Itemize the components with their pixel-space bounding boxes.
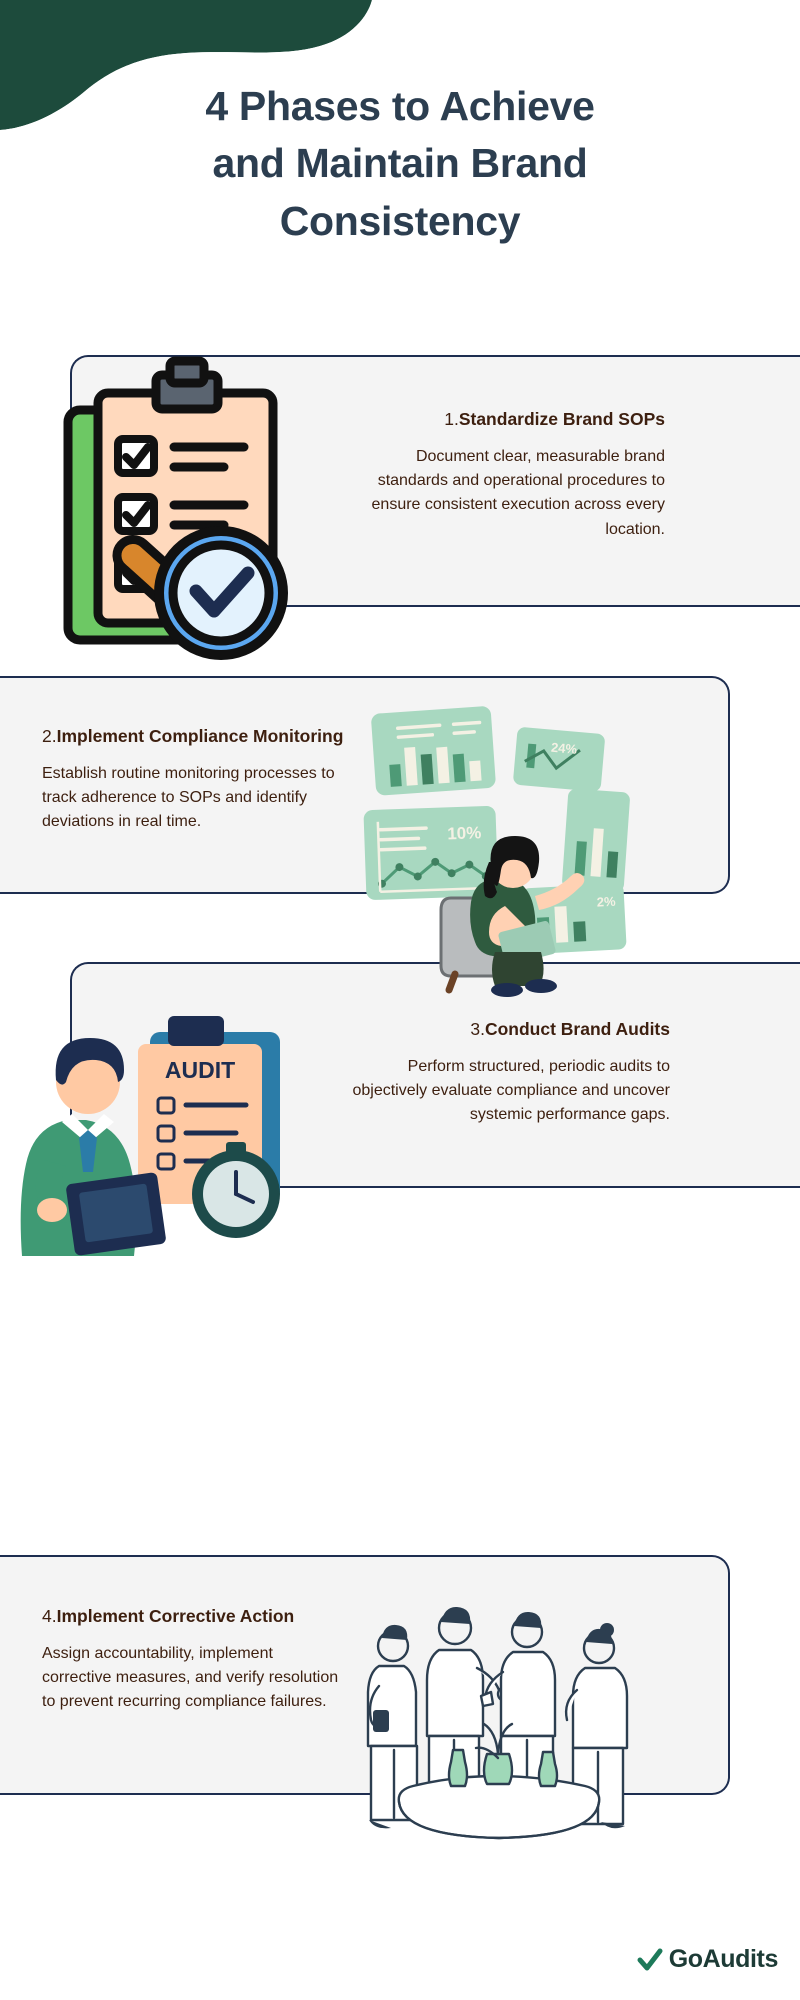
phase-1-heading: 1.Standardize Brand SOPs <box>355 408 665 431</box>
auditor-clipboard-stopwatch-icon: AUDIT <box>10 1010 300 1260</box>
goaudits-logo-text: GoAudits <box>668 1945 779 1973</box>
phase-2-heading-text: Implement Compliance Monitoring <box>56 726 344 746</box>
audit-clipboard-label: AUDIT <box>165 1057 235 1083</box>
phase-2-heading: 2.Implement Compliance Monitoring <box>42 725 372 748</box>
page-title-line-2: and Maintain Brand <box>212 140 588 187</box>
header-green-band <box>0 0 800 150</box>
chart-label-2-percent: 2% <box>596 894 616 910</box>
clipboard-checklist-magnifier-icon <box>38 356 308 705</box>
analyst-dashboard-charts-icon: 24% 10% <box>355 690 635 997</box>
chart-label-24-percent: 24% <box>550 740 578 757</box>
phase-1-heading-text: Standardize Brand SOPs <box>458 409 665 429</box>
page-title-line-3: Consistency <box>279 197 521 244</box>
phase-4-text: 4.Implement Corrective Action Assign acc… <box>42 1605 342 1715</box>
phase-3-heading-text: Conduct Brand Audits <box>484 1019 670 1039</box>
phase-2-body: Establish routine monitoring processes t… <box>42 764 335 831</box>
phase-4-body: Assign accountability, implement correct… <box>42 1644 339 1711</box>
chart-label-10-percent: 10% <box>447 823 482 843</box>
phase-1-body: Document clear, measurable brand standar… <box>371 447 665 538</box>
phase-3-body: Perform structured, periodic audits to o… <box>352 1057 670 1124</box>
check-mark-icon <box>637 1948 663 1970</box>
phase-4-number: 4. <box>42 1606 57 1626</box>
phase-3-number: 3. <box>470 1019 485 1039</box>
phase-2-text: 2.Implement Compliance Monitoring Establ… <box>42 725 372 835</box>
phase-4-heading-text: Implement Corrective Action <box>56 1606 295 1626</box>
phase-2-number: 2. <box>42 726 57 746</box>
phase-1-number: 1. <box>444 409 459 429</box>
team-meeting-table-icon <box>355 1590 645 1890</box>
goaudits-logo[interactable]: GoAudits <box>637 1945 778 1974</box>
page-title-line-1: 4 Phases to Achieve <box>205 83 595 129</box>
phase-4-heading: 4.Implement Corrective Action <box>42 1605 342 1628</box>
phase-3-heading: 3.Conduct Brand Audits <box>350 1018 670 1041</box>
page-title: 4 Phases to Achieve and Maintain Brand C… <box>70 78 730 250</box>
phase-3-text: 3.Conduct Brand Audits Perform structure… <box>350 1018 670 1128</box>
phase-1-text: 1.Standardize Brand SOPs Document clear,… <box>355 408 665 542</box>
